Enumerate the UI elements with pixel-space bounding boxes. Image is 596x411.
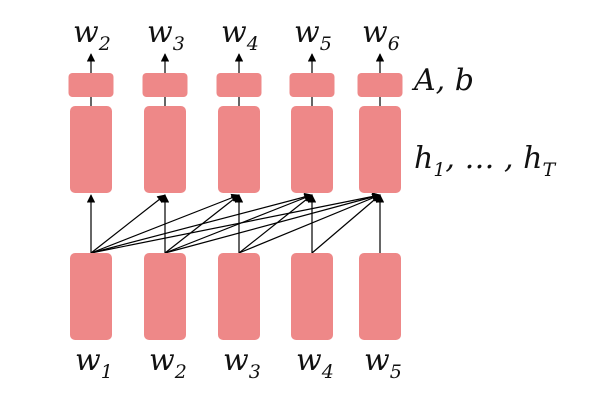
output-token-label-1: w2 (73, 15, 111, 55)
input-box-1 (70, 253, 112, 340)
hidden-sub-first: 1 (433, 159, 445, 181)
hidden-box-5 (359, 106, 401, 193)
input-box-4 (291, 253, 333, 340)
output-arrows (86, 53, 385, 73)
output-token-label-3: w4 (221, 15, 259, 55)
hidden-box-3 (218, 106, 260, 193)
hidden-sub-last: T (542, 159, 556, 181)
output-token-label-5: w6 (362, 15, 400, 55)
hidden-boxes (70, 97, 401, 193)
edge-input-2-to-hidden-3 (164, 194, 240, 254)
output-box-3 (216, 73, 262, 97)
input-box-2 (144, 253, 186, 340)
hidden-middle: , … , (445, 141, 523, 176)
input-token-label-3: w3 (223, 343, 261, 383)
edge-input-1-to-hidden-5 (90, 192, 381, 254)
output-box-1 (68, 73, 114, 97)
output-labels: w2 w3 w4 w5 w6 (73, 15, 400, 55)
input-token-label-5: w5 (364, 343, 402, 383)
input-box-5 (359, 253, 401, 340)
edge-input-2-to-hidden-5 (164, 192, 381, 254)
output-box-2 (142, 73, 188, 97)
edge-input-3-to-hidden-5 (238, 193, 381, 254)
edge-input-3-to-hidden-4 (238, 194, 313, 254)
output-layer-label: A, b (411, 63, 474, 98)
edge-input-4-to-hidden-5 (311, 194, 381, 254)
output-boxes (68, 73, 403, 97)
output-box-5 (357, 73, 403, 97)
hidden-box-1 (70, 106, 112, 193)
input-token-label-2: w2 (149, 343, 187, 383)
input-box-3 (218, 253, 260, 340)
edge-input-1-to-hidden-2 (90, 194, 166, 254)
hidden-box-2 (144, 106, 186, 193)
connection-edges (86, 192, 385, 254)
hidden-prefix: h (414, 141, 433, 176)
input-boxes (70, 253, 401, 340)
hidden-box-4 (291, 106, 333, 193)
output-token-label-4: w5 (294, 15, 332, 55)
input-labels: w1 w2 w3 w4 w5 (75, 343, 402, 383)
input-token-label-1: w1 (75, 343, 113, 383)
output-box-4 (289, 73, 335, 97)
hidden-layer-label: h1, … , hT (414, 141, 556, 181)
output-token-label-2: w3 (147, 15, 185, 55)
input-token-label-4: w4 (296, 343, 334, 383)
hidden-prefix-last: h (523, 141, 542, 176)
